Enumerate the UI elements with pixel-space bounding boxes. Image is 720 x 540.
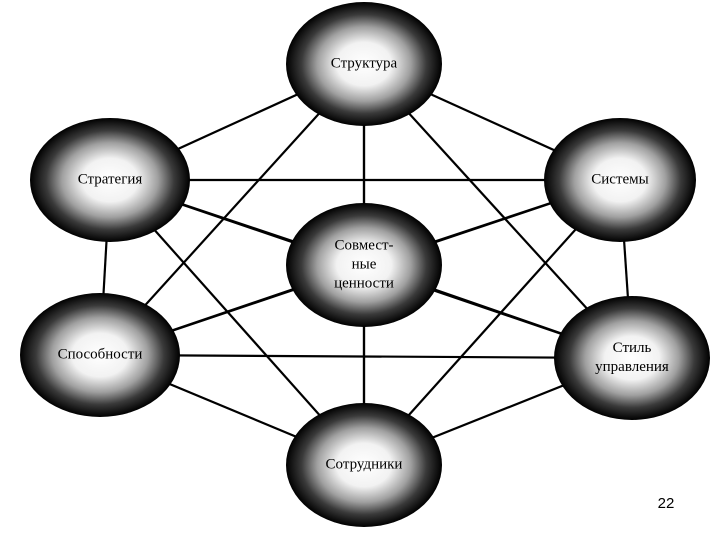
node-label-strategy: Стратегия [78, 171, 143, 187]
node-staff: Сотрудники [286, 403, 442, 527]
node-label-staff: Сотрудники [326, 456, 403, 472]
node-label-style: Стиль [613, 340, 652, 356]
node-label-shared-values: ные [352, 256, 377, 272]
node-ball-style [554, 296, 710, 420]
node-label-shared-values: Совмест- [334, 237, 393, 253]
node-ball-skills [20, 293, 180, 417]
node-label-shared-values: ценности [334, 275, 394, 291]
node-systems: Системы [544, 118, 696, 242]
node-label-structure: Структура [331, 55, 398, 71]
node-ball-strategy [30, 118, 190, 242]
node-ball-structure [286, 2, 442, 126]
node-strategy: Стратегия [30, 118, 190, 242]
page-number: 22 [657, 495, 675, 512]
node-label-skills: Способности [58, 346, 143, 362]
node-style: Стиль управления [554, 296, 710, 420]
node-ball-staff [286, 403, 442, 527]
node-ball-shared-values [286, 203, 442, 327]
edge-skills-style [99, 353, 633, 360]
node-structure: Структура [286, 2, 442, 126]
node-skills: Способности [20, 293, 180, 417]
node-shared-values: Совмест-ные ценности [286, 203, 442, 327]
node-label-style: управления [595, 359, 669, 375]
node-label-systems: Системы [591, 171, 648, 187]
node-ball-systems [544, 118, 696, 242]
